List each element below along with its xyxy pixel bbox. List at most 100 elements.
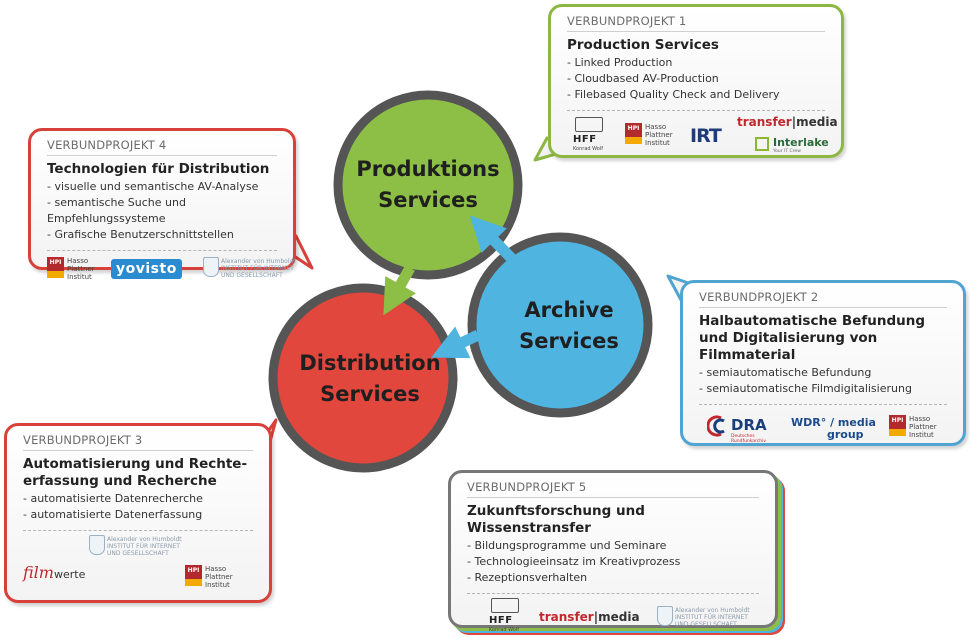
card-4-list: - visuelle und semantische AV-Analyse - … bbox=[47, 179, 277, 243]
card-5-item: - Rezeptionsverhalten bbox=[467, 571, 588, 584]
card-3-logos: Alexander von Humboldt INSTITUT FÜR INTE… bbox=[23, 531, 253, 591]
produktions-label-line2: Services bbox=[378, 188, 478, 212]
card-4-item: - visuelle und semantische AV-Analyse bbox=[47, 180, 259, 193]
dra-wave-icon bbox=[707, 415, 725, 437]
hpi-box-icon: HPI bbox=[47, 257, 64, 278]
card-5-separator bbox=[467, 593, 759, 594]
archive-circle bbox=[467, 232, 653, 418]
dra-sub: Deutsches Rundfunkarchiv bbox=[731, 434, 766, 444]
wdr-media: media bbox=[837, 416, 876, 429]
hff-sub: Konrad Wolf bbox=[573, 146, 603, 152]
iig-line1: Alexander von Humboldt bbox=[675, 607, 750, 614]
card-2-list: - semiautomatische Befundung - semiautom… bbox=[699, 365, 947, 397]
hpi-box-icon: HPI bbox=[185, 565, 202, 586]
hff-name: HFF bbox=[573, 134, 597, 145]
produktions-label-line1: Produktions bbox=[356, 157, 500, 181]
interlake-box-icon bbox=[755, 137, 769, 151]
wdr-name: WDR bbox=[791, 416, 821, 429]
card-2-item: - semiautomatische Befundung bbox=[699, 366, 872, 379]
hff-sub: Konrad Wolf bbox=[489, 627, 519, 633]
card-verbundprojekt-1: VERBUNDPROJEKT 1 Production Services - L… bbox=[548, 4, 844, 158]
transfer-part1: transfer bbox=[737, 115, 792, 129]
card-1-title: Production Services bbox=[567, 37, 719, 53]
card-1-item: - Cloudbased AV-Production bbox=[567, 72, 719, 85]
wdr-line2: group bbox=[827, 428, 864, 441]
card-1-item: - Linked Production bbox=[567, 56, 673, 69]
iig-line1: Alexander von Humboldt bbox=[107, 536, 182, 543]
card-4-separator bbox=[47, 250, 277, 251]
iig-text: Alexander von Humboldt INSTITUT FÜR INTE… bbox=[221, 258, 296, 279]
arrow-archive-to-distribution bbox=[431, 326, 481, 359]
card-5-list: - Bildungsprogramme und Seminare - Techn… bbox=[467, 538, 759, 586]
hpi-line3: Institut bbox=[645, 139, 670, 147]
card-4-item: - Grafische Benutzerschnittstellen bbox=[47, 228, 234, 241]
iig-shield-icon bbox=[657, 606, 673, 626]
archive-label-line1: Archive bbox=[524, 298, 614, 322]
produktions-label: Produktions Services bbox=[338, 154, 518, 216]
iig-shield-icon bbox=[89, 535, 105, 555]
irt-logo: IRT bbox=[690, 125, 722, 147]
interlake-sub: Your IT Crew bbox=[773, 149, 801, 154]
filmwerte-part2: werte bbox=[53, 568, 86, 581]
transfer-sep: | bbox=[593, 610, 599, 624]
iig-line3: UND GESELLSCHAFT bbox=[675, 621, 737, 628]
iig-line3: UND GESELLSCHAFT bbox=[221, 272, 283, 279]
hpi-line1: Hasso bbox=[909, 415, 931, 423]
archive-label-line2: Services bbox=[519, 329, 619, 353]
filmwerte-part1: film bbox=[23, 563, 54, 582]
card-verbundprojekt-5: VERBUNDPROJEKT 5 Zukunftsforschung und W… bbox=[448, 470, 778, 633]
distribution-label-line2: Services bbox=[320, 382, 420, 406]
card-3-separator bbox=[23, 530, 253, 531]
wdr-divider-icon: ° / bbox=[820, 416, 838, 429]
iig-line1: Alexander von Humboldt bbox=[221, 258, 296, 265]
hpi-text: Hasso Plattner Institut bbox=[205, 565, 233, 589]
transfer-media-logo: transfer|media bbox=[539, 610, 640, 624]
hpi-line3: Institut bbox=[205, 581, 230, 589]
card-4-label: VERBUNDPROJEKT 4 bbox=[47, 138, 277, 156]
card-5-label: VERBUNDPROJEKT 5 bbox=[467, 480, 759, 498]
card-3-title: Automatisierung und Rechte- erfassung un… bbox=[23, 456, 248, 489]
card-verbundprojekt-4: VERBUNDPROJEKT 4 Technologien für Distri… bbox=[28, 128, 296, 281]
transfer-media-logo: transfer|media bbox=[737, 115, 838, 129]
iig-line2: INSTITUT FÜR INTERNET bbox=[107, 543, 180, 550]
hpi-text: Hasso Plattner Institut bbox=[67, 257, 95, 281]
card-3-list: - automatisierte Datenrecherche - automa… bbox=[23, 491, 253, 523]
hpi-line1: Hasso bbox=[205, 565, 227, 573]
card-2-logos: DRA Deutsches Rundfunkarchiv WDR° / medi… bbox=[699, 405, 947, 449]
transfer-sep: | bbox=[791, 115, 797, 129]
iig-line3: UND GESELLSCHAFT bbox=[107, 550, 169, 557]
archive-label: Archive Services bbox=[479, 295, 659, 357]
hpi-line2: Plattner bbox=[909, 423, 937, 431]
transfer-part2: media bbox=[598, 610, 640, 624]
card-2-label: VERBUNDPROJEKT 2 bbox=[699, 290, 947, 308]
hpi-line1: Hasso bbox=[645, 123, 667, 131]
interlake-name: Interlake bbox=[773, 136, 829, 149]
dra-sub2: Rundfunkarchiv bbox=[731, 439, 767, 444]
card-1-logos: HFF Konrad Wolf HPI Hasso Plattner Insti… bbox=[567, 111, 838, 155]
card-5-item: - Bildungsprogramme und Seminare bbox=[467, 539, 667, 552]
hpi-line2: Plattner bbox=[205, 573, 233, 581]
distribution-circle bbox=[268, 283, 458, 473]
transfer-part1: transfer bbox=[539, 610, 594, 624]
hff-frame-icon bbox=[575, 117, 603, 132]
dra-name: DRA bbox=[731, 416, 767, 434]
hpi-line3: Institut bbox=[909, 431, 934, 439]
yovisto-logo: yovisto bbox=[111, 259, 182, 279]
card-1-list: - Linked Production - Cloudbased AV-Prod… bbox=[567, 55, 825, 103]
arrow-archive-to-produktions bbox=[469, 215, 519, 266]
card-verbundprojekt-3: VERBUNDPROJEKT 3 Automatisierung und Rec… bbox=[4, 423, 272, 603]
iig-line2: INSTITUT FÜR INTERNET bbox=[675, 614, 748, 621]
transfer-part2: media bbox=[796, 115, 838, 129]
hpi-line2: Plattner bbox=[67, 265, 95, 273]
card-1-separator bbox=[567, 110, 825, 111]
wdr-media-group-logo: WDR° / media group bbox=[791, 417, 876, 441]
hff-name: HFF bbox=[489, 615, 513, 626]
filmwerte-logo: filmwerte bbox=[23, 563, 85, 582]
iig-text: Alexander von Humboldt INSTITUT FÜR INTE… bbox=[107, 536, 182, 557]
iig-line2: INSTITUT FÜR INTERNET bbox=[221, 265, 294, 272]
card-5-item: - Technologieeinsatz im Kreativprozess bbox=[467, 555, 681, 568]
card-4-logos: HPI Hasso Plattner Institut yovisto Alex… bbox=[47, 251, 296, 295]
hff-frame-icon bbox=[491, 598, 519, 613]
card-4-title: Technologien für Distribution bbox=[47, 161, 270, 177]
card-3-item: - automatisierte Datenrecherche bbox=[23, 492, 203, 505]
